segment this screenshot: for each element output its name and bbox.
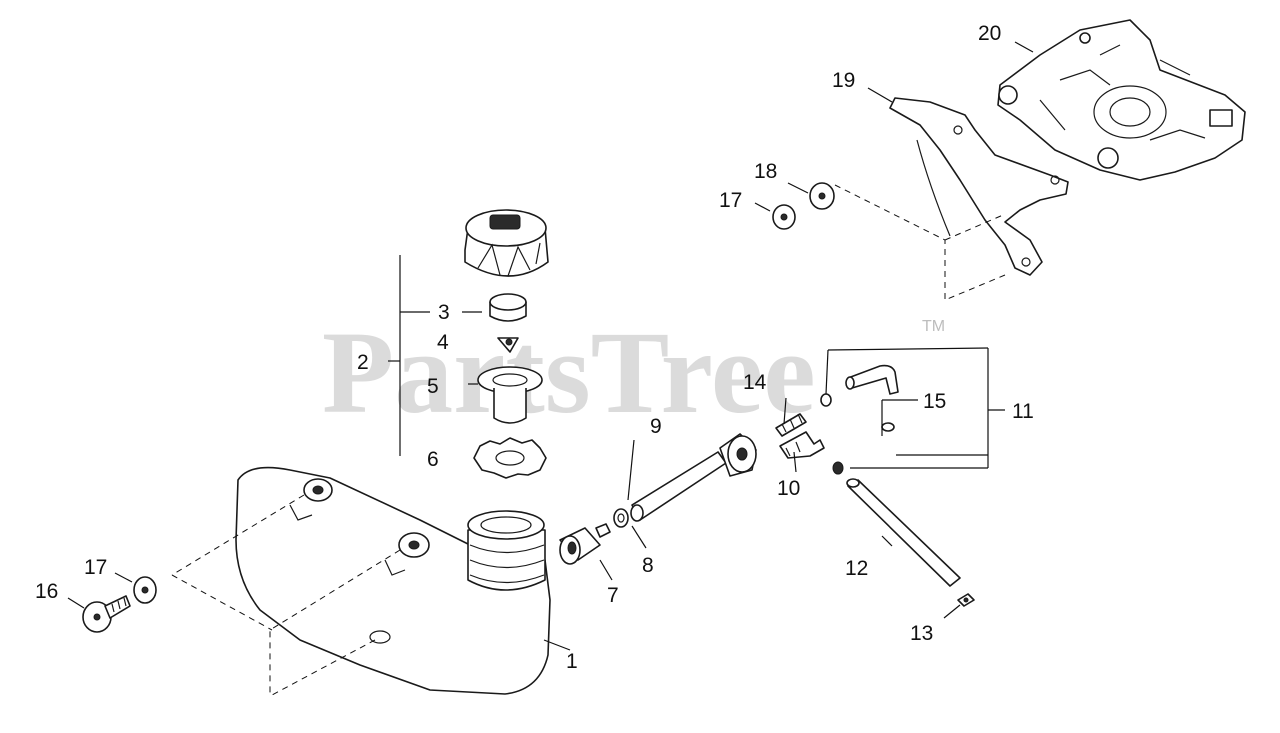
callout-6: 6: [427, 448, 439, 471]
callout-15: 15: [923, 390, 946, 413]
part-12-fuel-hose[interactable]: [846, 478, 961, 587]
part-14-connector[interactable]: [775, 413, 807, 437]
part-4-valve[interactable]: [497, 337, 519, 353]
leader-lines: [67, 41, 1034, 651]
callout-7: 7: [607, 584, 619, 607]
part-11-oring-1[interactable]: [820, 393, 832, 407]
part-11-oring-2[interactable]: [881, 422, 895, 432]
part-18-washer[interactable]: [809, 182, 835, 210]
part-8-grommet[interactable]: [613, 508, 629, 528]
callout-2: 2: [357, 351, 369, 374]
callout-9: 9: [650, 415, 662, 438]
callout-11: 11: [1012, 400, 1034, 423]
part-17-washer-upper[interactable]: [772, 204, 796, 230]
callout-10: 10: [777, 477, 800, 500]
callout-3: 3: [438, 301, 450, 324]
part-16-bolt[interactable]: [82, 595, 131, 633]
callout-13: 13: [910, 622, 933, 645]
callout-5: 5: [427, 375, 439, 398]
part-20-crankcase[interactable]: [997, 19, 1246, 181]
part-10-tee-fitting[interactable]: [779, 431, 825, 459]
part-7-fuel-filter[interactable]: [559, 523, 611, 565]
watermark-trademark: TM: [922, 318, 945, 335]
callout-17-upper: 17: [719, 189, 742, 212]
part-6-retainer[interactable]: [473, 437, 547, 479]
part-5-cap-seal[interactable]: [477, 366, 543, 424]
part-3-filter[interactable]: [489, 293, 527, 322]
callout-8: 8: [642, 554, 654, 577]
callout-4: 4: [437, 331, 449, 354]
part-9-fuel-tube[interactable]: [630, 433, 757, 522]
callout-1: 1: [566, 650, 578, 673]
part-1-fuel-tank[interactable]: [235, 466, 551, 695]
callout-16: 16: [35, 580, 58, 603]
callout-18: 18: [754, 160, 777, 183]
part-15-elbow-tube[interactable]: [845, 364, 899, 395]
part-2-fuel-cap[interactable]: [464, 209, 549, 277]
callout-17-lower: 17: [84, 556, 107, 579]
part-17-washer-lower[interactable]: [133, 576, 157, 604]
part-19-bracket[interactable]: [889, 97, 1069, 276]
callout-12: 12: [845, 557, 868, 580]
callout-19: 19: [832, 69, 855, 92]
callout-20: 20: [978, 22, 1001, 45]
part-11-plug[interactable]: [832, 461, 844, 475]
watermark: PartsTree: [322, 307, 816, 438]
part-13-clip[interactable]: [957, 593, 975, 607]
callout-14: 14: [743, 371, 767, 394]
